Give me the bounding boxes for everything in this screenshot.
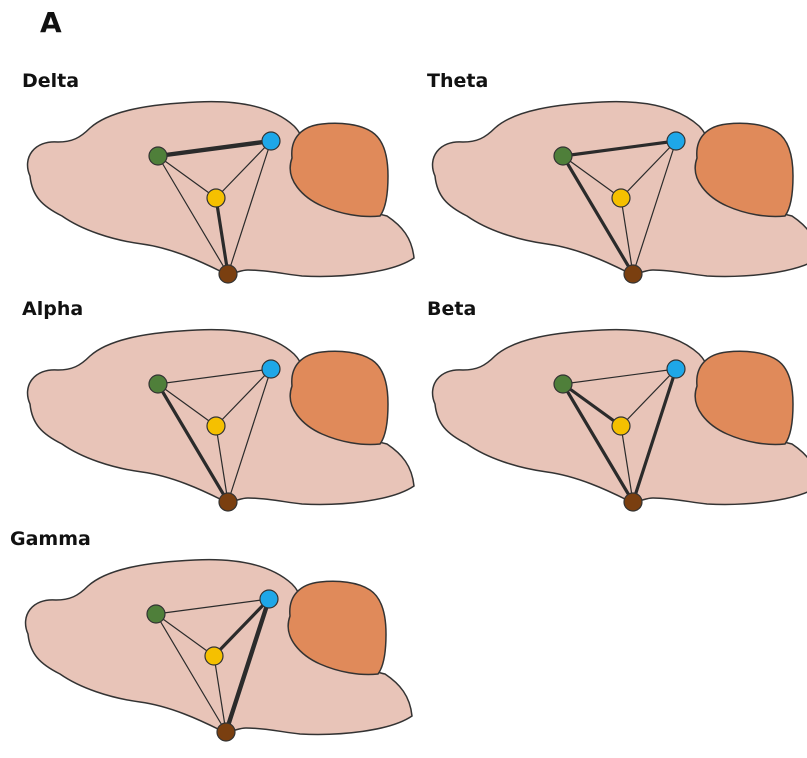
panel-alpha: Alpha: [22, 298, 422, 528]
node-yellow-theta: [612, 189, 630, 207]
node-green-theta: [554, 147, 572, 165]
node-blue-alpha: [262, 360, 280, 378]
brain-diagram-beta: [427, 298, 807, 508]
panel-label: A: [40, 6, 62, 39]
brain-diagram-theta: [427, 70, 807, 280]
node-blue-beta: [667, 360, 685, 378]
node-brown-gamma: [217, 723, 235, 741]
node-blue-delta: [262, 132, 280, 150]
node-brown-beta: [624, 493, 642, 511]
brain-diagram-alpha: [22, 298, 422, 508]
panel-beta: Beta: [427, 298, 807, 528]
panel-theta: Theta: [427, 70, 807, 300]
node-yellow-beta: [612, 417, 630, 435]
node-brown-theta: [624, 265, 642, 283]
node-blue-gamma: [260, 590, 278, 608]
node-yellow-delta: [207, 189, 225, 207]
node-yellow-gamma: [205, 647, 223, 665]
node-green-gamma: [147, 605, 165, 623]
brain-diagram-gamma: [20, 528, 420, 718]
node-brown-delta: [219, 265, 237, 283]
panel-delta: Delta: [22, 70, 422, 300]
panel-gamma: Gamma: [10, 528, 410, 758]
node-brown-alpha: [219, 493, 237, 511]
node-green-delta: [149, 147, 167, 165]
node-green-beta: [554, 375, 572, 393]
brain-diagram-delta: [22, 70, 422, 280]
node-yellow-alpha: [207, 417, 225, 435]
node-green-alpha: [149, 375, 167, 393]
node-blue-theta: [667, 132, 685, 150]
